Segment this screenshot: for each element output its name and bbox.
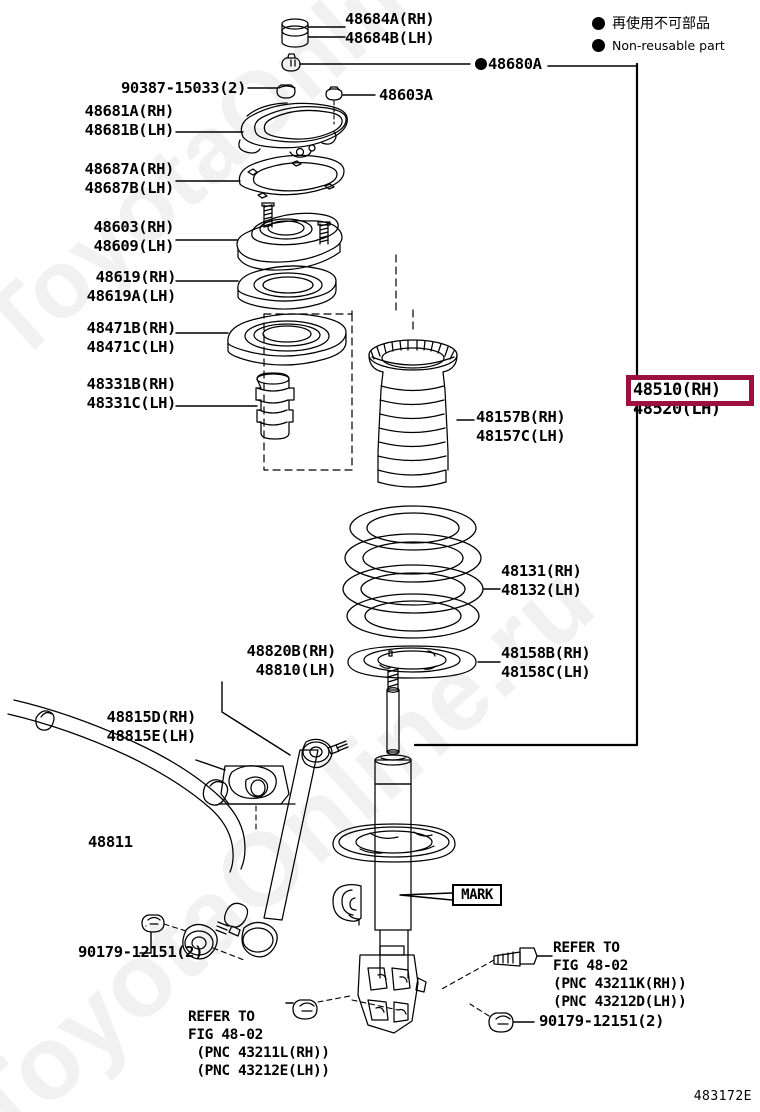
- part-label-90179-right[interactable]: 90179-12151(2): [539, 1012, 665, 1030]
- part-label-48680a-text: 48680A: [488, 55, 542, 73]
- part-label-48619[interactable]: 48619(RH) 48619A(LH): [86, 268, 177, 305]
- part-label-48687[interactable]: 48687A(RH) 48687B(LH): [84, 160, 175, 197]
- part-label-48811[interactable]: 48811: [88, 833, 133, 851]
- part-label-48158[interactable]: 48158B(RH) 48158C(LH): [501, 644, 591, 681]
- legend: 再使用不可部品 Non-reusable part: [592, 12, 725, 56]
- highlight-box[interactable]: [626, 375, 754, 406]
- part-label-48681[interactable]: 48681A(RH) 48681B(LH): [84, 102, 175, 139]
- part-label-48815[interactable]: 48815D(RH) 48815E(LH): [106, 708, 197, 745]
- highlight-rh-number[interactable]: 48510(RH): [633, 380, 721, 400]
- part-label-48331[interactable]: 48331B(RH) 48331C(LH): [86, 375, 177, 412]
- part-label-48131[interactable]: 48131(RH) 48132(LH): [501, 562, 582, 599]
- non-reusable-dot-icon: [592, 38, 605, 52]
- refer-to-label-right[interactable]: REFER TO FIG 48-02 (PNC 43211K(RH)) (PNC…: [553, 940, 687, 1010]
- part-label-48157[interactable]: 48157B(RH) 48157C(LH): [476, 408, 566, 445]
- mark-callout[interactable]: MARK: [452, 884, 502, 906]
- part-label-90387-15033[interactable]: 90387-15033(2): [120, 79, 246, 97]
- non-reusable-dot-icon: [592, 16, 605, 30]
- mark-callout-label: MARK: [461, 887, 493, 903]
- legend-label-japanese: 再使用不可部品: [612, 16, 710, 32]
- part-label-48603a[interactable]: 48603A: [379, 86, 433, 104]
- part-label-48603[interactable]: 48603(RH) 48609(LH): [93, 218, 175, 255]
- part-label-48820[interactable]: 48820B(RH) 48810(LH): [246, 642, 337, 679]
- legend-label-english: Non-reusable part: [612, 37, 725, 53]
- part-label-48680a[interactable]: 48680A: [475, 55, 542, 74]
- part-label-48684[interactable]: 48684A(RH) 48684B(LH): [345, 10, 435, 47]
- non-reusable-dot-icon: [475, 58, 487, 70]
- legend-row-english: Non-reusable part: [592, 34, 725, 56]
- part-label-90179-left[interactable]: 90179-12151(2): [78, 943, 204, 961]
- figure-id: 483172E: [693, 1089, 752, 1104]
- part-label-48471[interactable]: 48471B(RH) 48471C(LH): [86, 319, 177, 356]
- legend-row-japanese: 再使用不可部品: [592, 12, 725, 34]
- refer-to-label-left[interactable]: REFER TO FIG 48-02 (PNC 43211L(RH)) (PNC…: [188, 1009, 330, 1079]
